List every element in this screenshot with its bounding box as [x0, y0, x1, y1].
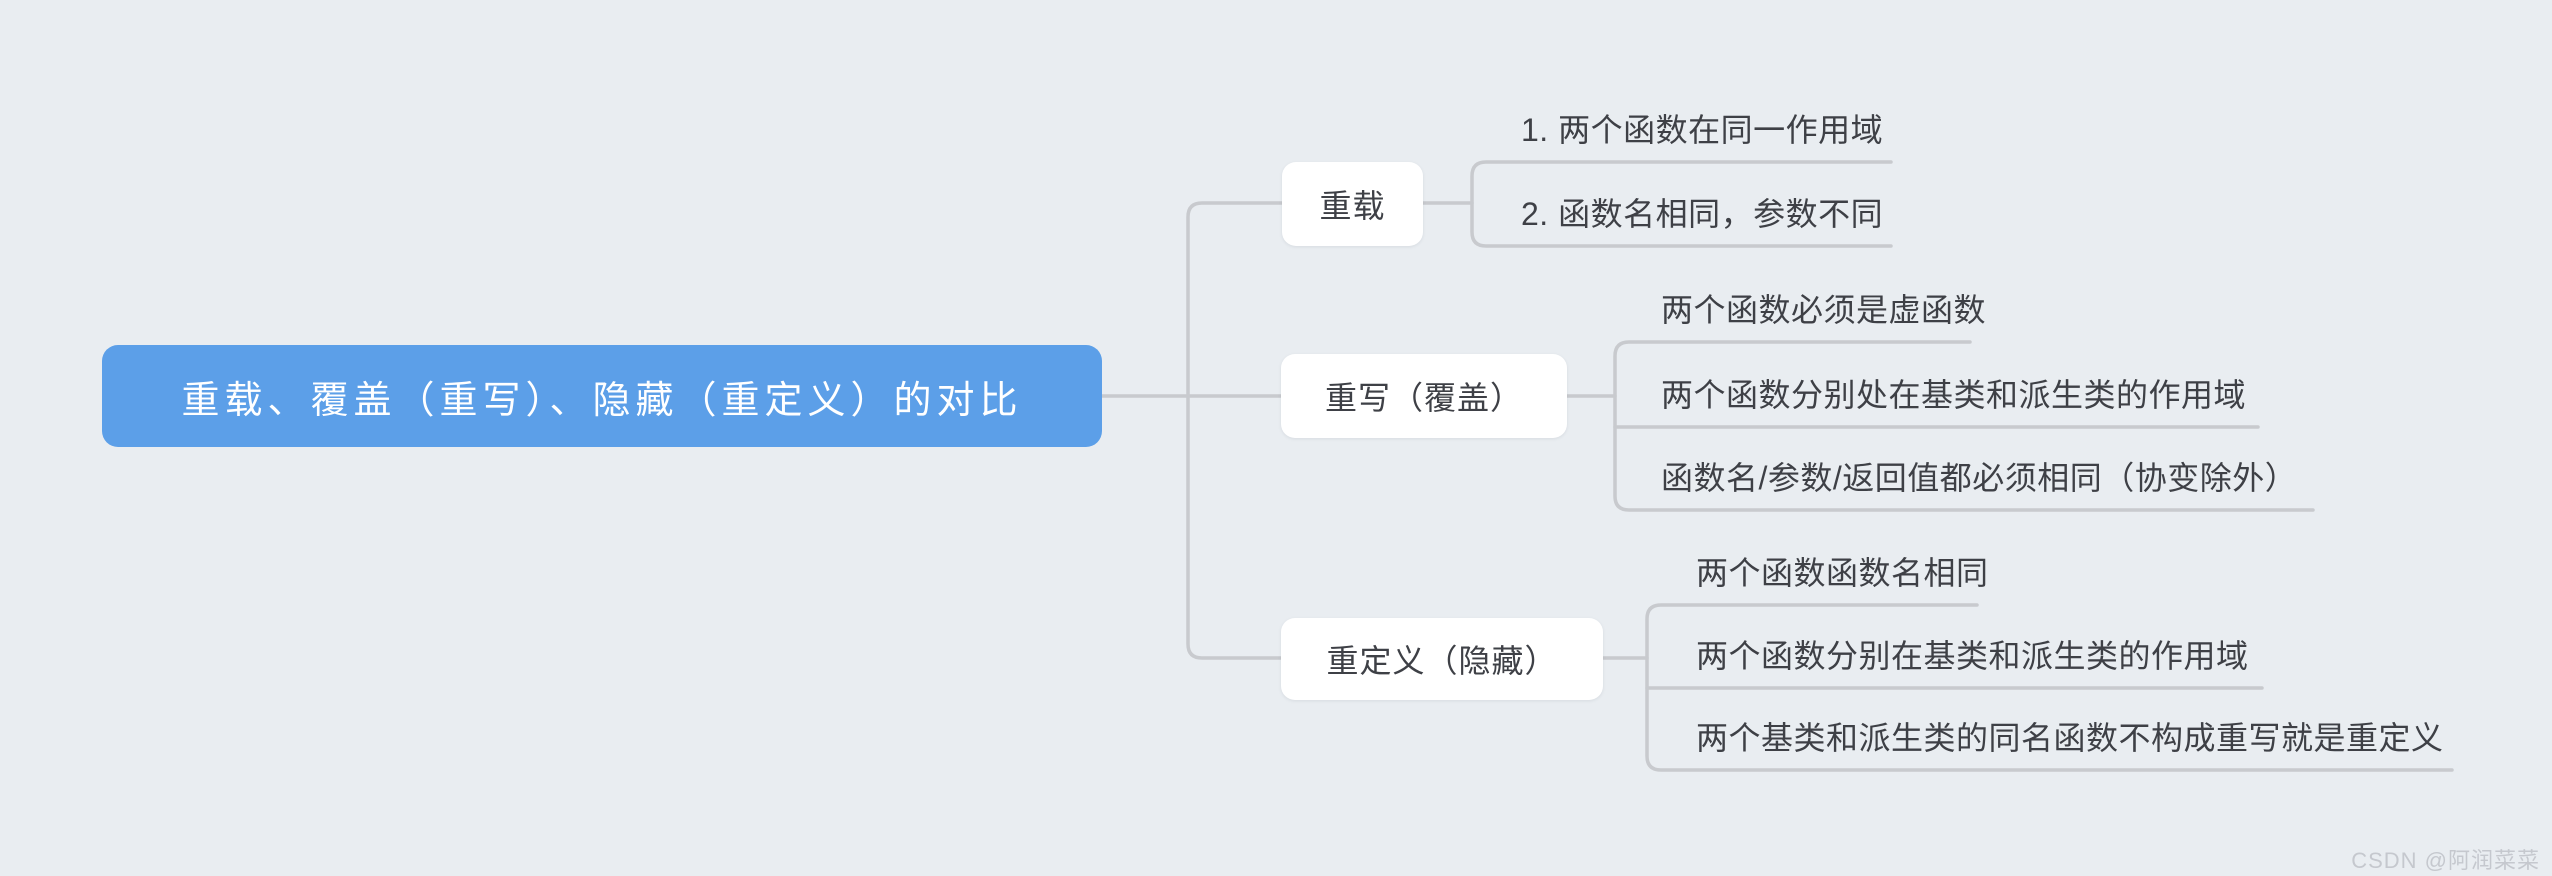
subtopic-redefine-1[interactable]: 两个函数函数名相同 [1696, 555, 1989, 591]
branch-topic-override[interactable]: 重写（覆盖） [1281, 354, 1567, 438]
connector-main-spine [1186, 201, 1284, 660]
root-topic[interactable]: 重载、覆盖（重写）、隐藏（重定义）的对比 [102, 345, 1102, 447]
subtopic-overload-1[interactable]: 1. 两个函数在同一作用域 [1521, 112, 1884, 148]
subtopic-override-1[interactable]: 两个函数必须是虚函数 [1661, 292, 1987, 328]
branch-topic-redefine[interactable]: 重定义（隐藏） [1281, 618, 1603, 700]
branch-topic-overload[interactable]: 重载 [1282, 162, 1423, 246]
subtopic-redefine-3[interactable]: 两个基类和派生类的同名函数不构成重写就是重定义 [1696, 720, 2444, 756]
watermark: CSDN @阿润菜菜 [2351, 848, 2540, 873]
connector-group [1100, 160, 2454, 772]
subtopic-redefine-2[interactable]: 两个函数分别在基类和派生类的作用域 [1696, 638, 2249, 674]
connector-overload-children [1470, 160, 1893, 248]
subtopic-override-3[interactable]: 函数名/参数/返回值都必须相同（协变除外） [1661, 460, 2298, 496]
subtopic-overload-2[interactable]: 2. 函数名相同，参数不同 [1521, 196, 1884, 232]
subtopic-override-2[interactable]: 两个函数分别处在基类和派生类的作用域 [1661, 377, 2247, 413]
